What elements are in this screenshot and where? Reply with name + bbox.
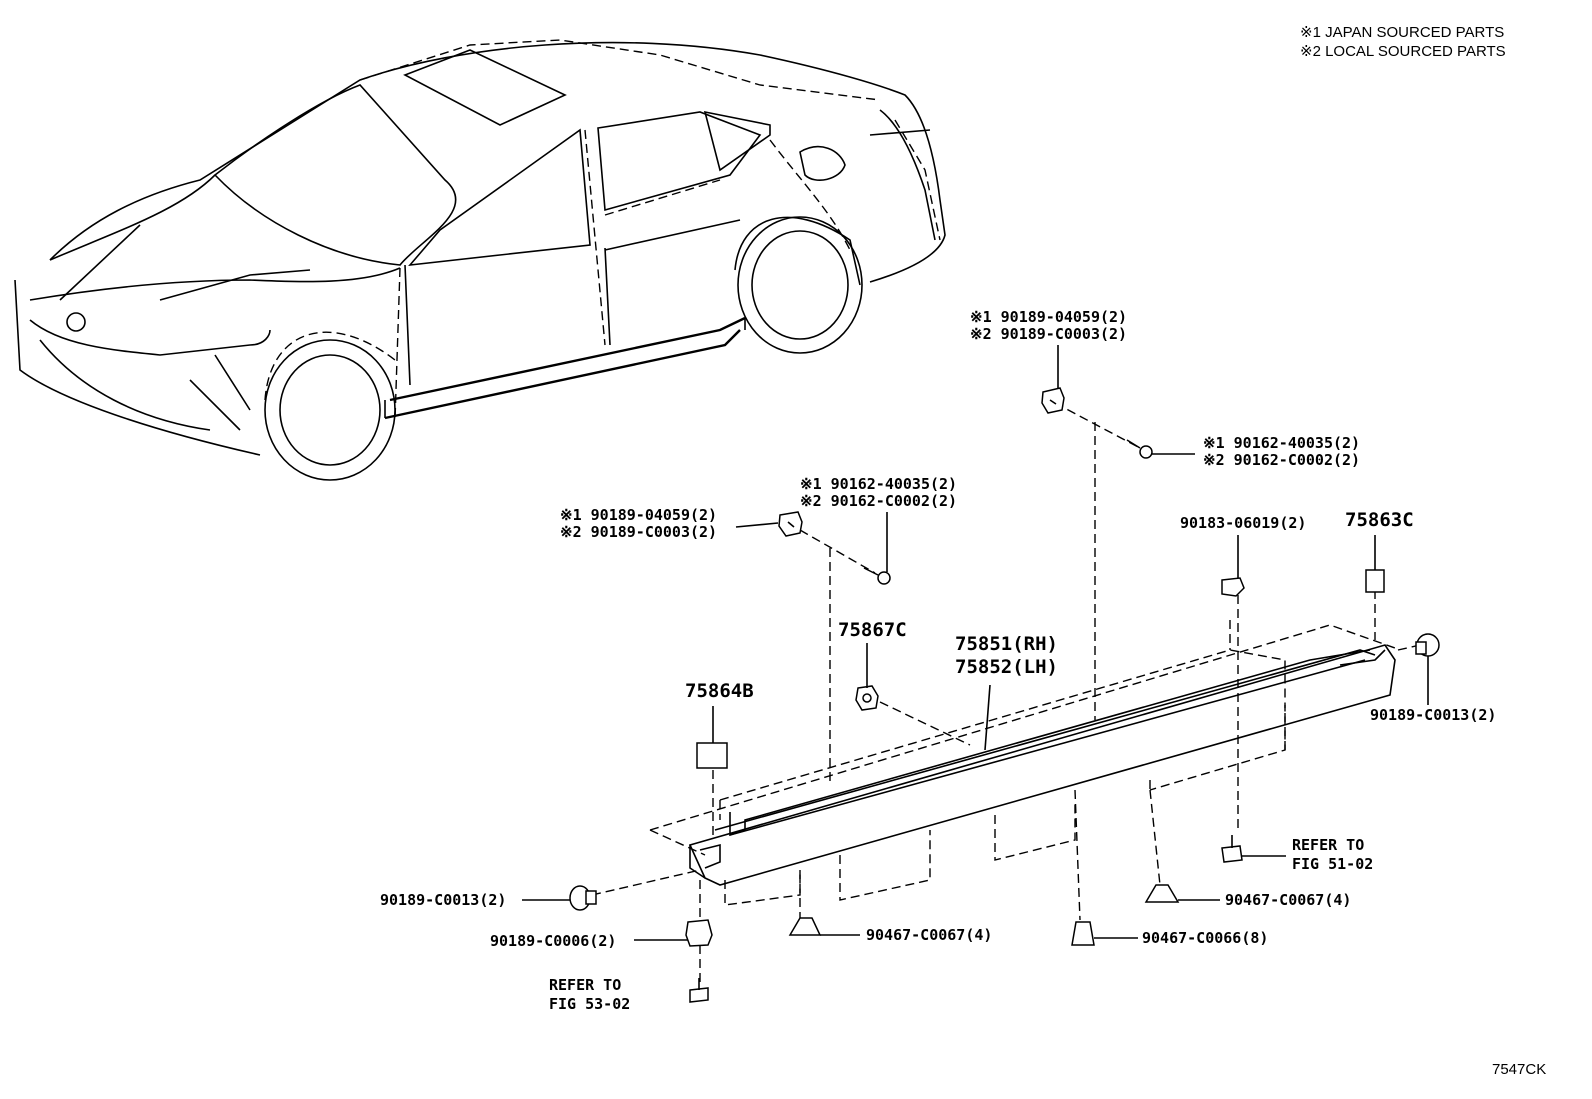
screw-upper-left-icon [863,567,891,585]
reference-outlines [649,620,1396,906]
label-retainer-mid: 90467-C0067(4) [866,926,992,944]
label-clip-end-left: 90189-C0013(2) [380,891,506,909]
label-nut-right: 90183-06019(2) [1180,514,1306,532]
rocker-panel-moulding [688,644,1396,886]
label-moulding-rh: 75851(RH) [955,633,1058,655]
retainer-mid-icon [788,917,822,936]
note-local-sourced: ※2 LOCAL SOURCED PARTS [1300,43,1506,60]
note-japan-sourced: ※1 JAPAN SOURCED PARTS [1300,24,1504,41]
screw-upper-right-icon [1126,439,1153,459]
label-refer-right-2: FIG 51-02 [1292,855,1373,873]
clip-end-right-icon [1415,633,1440,657]
label-screw-upper-right-2: ※2 90162-C0002(2) [1203,451,1360,469]
label-clip-upper-right-1: ※1 90189-04059(2) [970,308,1127,326]
label-clip-bottom-left: 90189-C0006(2) [490,932,616,950]
label-refer-right-1: REFER TO [1292,836,1364,854]
label-retainer-right: 90467-C0067(4) [1225,891,1351,909]
bolt-bottom-left-icon [689,978,709,1003]
pad-right-icon [1365,569,1385,593]
label-refer-left-1: REFER TO [549,976,621,994]
label-retainer-bottom: 90467-C0066(8) [1142,929,1268,947]
label-clip-upper-left-2: ※2 90189-C0003(2) [560,523,717,541]
retainer-bottom-icon [1071,921,1095,946]
bolt-right-icon [1221,835,1243,863]
label-screw-upper-left-1: ※1 90162-40035(2) [800,475,957,493]
labels: ※1 JAPAN SOURCED PARTS ※2 LOCAL SOURCED … [380,24,1546,1078]
label-clip-end-right: 90189-C0013(2) [1370,706,1496,724]
small-parts [569,387,1440,1003]
clip-front-icon [855,685,879,711]
label-leaders [522,345,1429,941]
label-clip-upper-right-2: ※2 90189-C0003(2) [970,325,1127,343]
label-moulding-lh: 75852(LH) [955,656,1058,678]
vehicle-illustration [14,39,946,481]
label-screw-upper-right-1: ※1 90162-40035(2) [1203,434,1360,452]
label-refer-left-2: FIG 53-02 [549,995,630,1013]
retainer-right-icon [1144,884,1180,903]
clip-end-left-icon [569,885,597,911]
figure-code: 7547CK [1492,1061,1546,1078]
label-pad-left: 75864B [685,680,754,702]
clip-upper-left-icon [778,511,803,537]
label-pad-right: 75863C [1345,509,1414,531]
pad-left-icon [696,742,728,769]
label-clip-front: 75867C [838,619,907,641]
nut-right-icon [1221,577,1245,597]
label-clip-upper-left-1: ※1 90189-04059(2) [560,506,717,524]
clip-upper-right-icon [1041,387,1065,414]
label-screw-upper-left-2: ※2 90162-C0002(2) [800,492,957,510]
clip-bottom-left-icon [685,919,713,947]
